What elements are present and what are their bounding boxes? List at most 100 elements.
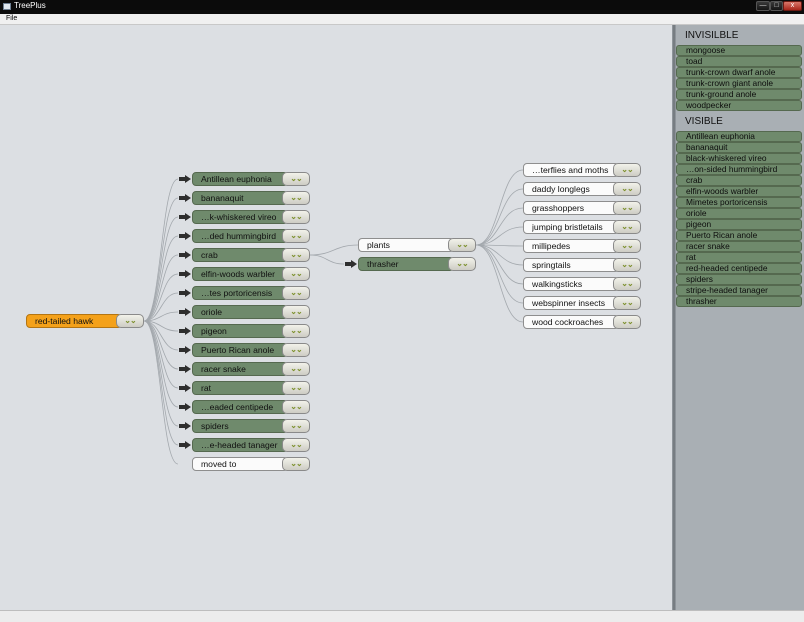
node-spiders[interactable]: spiders⌄⌄ [179, 419, 310, 433]
node-label: walkingsticks [532, 279, 583, 289]
node-puerto-rican-anole[interactable]: Puerto Rican anole⌄⌄ [179, 343, 310, 357]
node-tes-portoricensis[interactable]: …tes portoricensis⌄⌄ [179, 286, 310, 300]
node-ded-hummingbird[interactable]: …ded hummingbird⌄⌄ [179, 229, 310, 243]
double-chevron-down-icon: ⌄⌄ [621, 184, 633, 193]
node-wood-cockroaches[interactable]: wood cockroaches⌄⌄ [523, 315, 641, 329]
node-springtails[interactable]: springtails⌄⌄ [523, 258, 641, 272]
expand-toggle-button[interactable]: ⌄⌄ [282, 210, 310, 224]
node-terflies-and-moths[interactable]: …terflies and moths⌄⌄ [523, 163, 641, 177]
expand-toggle-button[interactable]: ⌄⌄ [613, 182, 641, 196]
node-pigeon[interactable]: pigeon⌄⌄ [179, 324, 310, 338]
expand-toggle-button[interactable]: ⌄⌄ [613, 201, 641, 215]
invisible-list-item[interactable]: toad [676, 56, 802, 67]
node-eaded-centipede[interactable]: …eaded centipede ⌄⌄ [179, 400, 310, 414]
expand-toggle-button[interactable]: ⌄⌄ [282, 324, 310, 338]
expand-toggle-button[interactable]: ⌄⌄ [282, 362, 310, 376]
expand-toggle-button[interactable]: ⌄⌄ [613, 163, 641, 177]
invisible-list-item[interactable]: trunk-crown dwarf anole [676, 67, 802, 78]
expand-toggle-button[interactable]: ⌄⌄ [448, 257, 476, 271]
expand-toggle-button[interactable]: ⌄⌄ [282, 457, 310, 471]
double-chevron-down-icon: ⌄⌄ [621, 298, 633, 307]
visible-list-item[interactable]: bananaquit [676, 142, 802, 153]
maximize-button[interactable]: □ [770, 1, 783, 11]
node-elfin-woods-warbler[interactable]: elfin-woods warbler⌄⌄ [179, 267, 310, 281]
node-crab[interactable]: crab⌄⌄ [179, 248, 310, 262]
expand-toggle-button[interactable]: ⌄⌄ [282, 419, 310, 433]
expand-toggle-button[interactable]: ⌄⌄ [613, 239, 641, 253]
visible-list-item[interactable]: Puerto Rican anole [676, 230, 802, 241]
invisible-list-item[interactable]: trunk-crown giant anole [676, 78, 802, 89]
tree-edge [143, 320, 179, 446]
expand-toggle-button[interactable]: ⌄⌄ [282, 343, 310, 357]
expand-toggle-button[interactable]: ⌄⌄ [613, 258, 641, 272]
expand-toggle-button[interactable]: ⌄⌄ [613, 315, 641, 329]
expand-toggle-button[interactable]: ⌄⌄ [282, 248, 310, 262]
visible-list-item[interactable]: spiders [676, 274, 802, 285]
node-e-headed-tanager[interactable]: …e-headed tanager⌄⌄ [179, 438, 310, 452]
expand-toggle-button[interactable]: ⌄⌄ [613, 296, 641, 310]
node-label: daddy longlegs [532, 184, 590, 194]
invisible-list-item[interactable]: mongoose [676, 45, 802, 56]
visible-list-item[interactable]: racer snake [676, 241, 802, 252]
right-arrow-icon [179, 194, 191, 202]
double-chevron-down-icon: ⌄⌄ [290, 402, 302, 411]
visible-list-item[interactable]: pigeon [676, 219, 802, 230]
node-racer-snake[interactable]: racer snake⌄⌄ [179, 362, 310, 376]
visible-list-item[interactable]: red-headed centipede [676, 263, 802, 274]
node-bananaquit[interactable]: bananaquit⌄⌄ [179, 191, 310, 205]
invisible-list-item[interactable]: woodpecker [676, 100, 802, 111]
right-arrow-icon [179, 270, 191, 278]
tree-canvas[interactable]: red-tailed hawk⌄⌄ Antillean euphonia⌄⌄ ban… [0, 25, 672, 610]
visible-list-item[interactable]: oriole [676, 208, 802, 219]
expand-toggle-button[interactable]: ⌄⌄ [282, 381, 310, 395]
tree-edge [143, 197, 179, 322]
visible-list-item[interactable]: thrasher [676, 296, 802, 307]
expand-toggle-button[interactable]: ⌄⌄ [282, 172, 310, 186]
close-button[interactable]: x [783, 1, 802, 11]
visible-list-item[interactable]: crab [676, 175, 802, 186]
expand-toggle-button[interactable]: ⌄⌄ [613, 277, 641, 291]
expand-toggle-button[interactable]: ⌄⌄ [282, 438, 310, 452]
node-rat[interactable]: rat⌄⌄ [179, 381, 310, 395]
visible-list-item[interactable]: elfin-woods warbler [676, 186, 802, 197]
node-grasshoppers[interactable]: grasshoppers⌄⌄ [523, 201, 641, 215]
invisible-list-item[interactable]: trunk-ground anole [676, 89, 802, 100]
node-moved-to[interactable]: moved to⌄⌄ [192, 457, 310, 471]
visible-list-item[interactable]: Mimetes portoricensis [676, 197, 802, 208]
node-webspinner-insects[interactable]: webspinner insects⌄⌄ [523, 296, 641, 310]
node-antillean-euphonia[interactable]: Antillean euphonia⌄⌄ [179, 172, 310, 186]
visible-list-item[interactable]: stripe-headed tanager [676, 285, 802, 296]
node-plants[interactable]: plants⌄⌄ [358, 238, 476, 252]
node-label: …eaded centipede [201, 402, 274, 412]
expand-toggle-button[interactable]: ⌄⌄ [282, 267, 310, 281]
node-daddy-longlegs[interactable]: daddy longlegs ⌄⌄ [523, 182, 641, 196]
visible-list-item[interactable]: black-whiskered vireo [676, 153, 802, 164]
expand-toggle-button[interactable]: ⌄⌄ [282, 286, 310, 300]
double-chevron-down-icon: ⌄⌄ [124, 316, 136, 325]
tree-edge [475, 244, 524, 304]
expand-toggle-button[interactable]: ⌄⌄ [282, 229, 310, 243]
visible-list-item[interactable]: rat [676, 252, 802, 263]
right-arrow-icon [179, 175, 191, 183]
node-oriole[interactable]: oriole⌄⌄ [179, 305, 310, 319]
node-thrasher[interactable]: thrasher⌄⌄ [345, 257, 476, 271]
expand-toggle-button[interactable]: ⌄⌄ [448, 238, 476, 252]
node-walkingsticks[interactable]: walkingsticks ⌄⌄ [523, 277, 641, 291]
splitter-handle[interactable] [672, 25, 676, 610]
node-k-whiskered-vireo[interactable]: …k-whiskered vireo⌄⌄ [179, 210, 310, 224]
expand-toggle-button[interactable]: ⌄⌄ [282, 400, 310, 414]
node-jumping-bristletails[interactable]: jumping bristletails⌄⌄ [523, 220, 641, 234]
right-arrow-icon [179, 308, 191, 316]
sidebar-panel [676, 25, 804, 610]
visible-list-item[interactable]: Antillean euphonia [676, 131, 802, 142]
visible-list-item[interactable]: …on-sided hummingbird [676, 164, 802, 175]
expand-toggle-button[interactable]: ⌄⌄ [116, 314, 144, 328]
node-red-tailed-hawk[interactable]: red-tailed hawk⌄⌄ [26, 314, 144, 328]
expand-toggle-button[interactable]: ⌄⌄ [613, 220, 641, 234]
expand-toggle-button[interactable]: ⌄⌄ [282, 305, 310, 319]
minimize-button[interactable]: — [756, 1, 770, 11]
expand-toggle-button[interactable]: ⌄⌄ [282, 191, 310, 205]
node-millipedes[interactable]: millipedes⌄⌄ [523, 239, 641, 253]
file-menu[interactable]: File [6, 15, 18, 22]
